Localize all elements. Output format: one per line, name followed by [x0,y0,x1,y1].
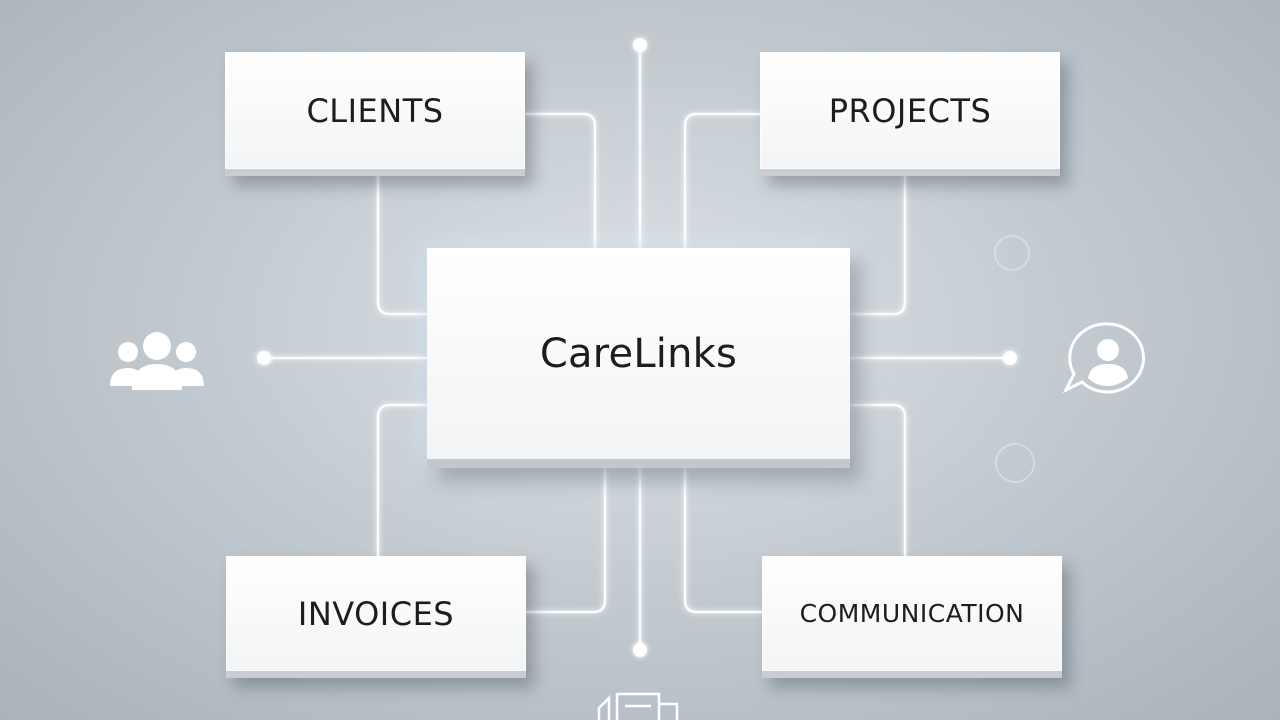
connector-communication-top [848,403,907,558]
connector-dot-left [257,351,271,365]
document-icon [597,692,679,720]
connector-communication-bottom [683,466,764,614]
clients-node: CLIENTS [225,52,525,176]
connector-projects-bottom [848,174,907,316]
carelinks-label: CareLinks [539,330,738,377]
clients-label: CLIENTS [306,91,444,130]
connector-projects-top [683,112,762,250]
user-chat-icon [1062,322,1145,394]
communication-label: COMMUNICATION [799,599,1025,628]
carelinks-center-node: CareLinks [427,248,850,468]
connector-dot-bottom [633,643,647,657]
connector-dot-right [1003,351,1017,365]
connector-invoices-bottom [524,466,607,614]
users-group-icon [110,332,204,390]
communication-node: COMMUNICATION [762,556,1062,678]
faint-circle-icon [995,443,1035,483]
invoices-label: INVOICES [297,594,455,633]
connector-clients-bottom [376,174,429,316]
connector-clients-top [523,112,597,250]
faint-circle-icon [994,235,1030,271]
connector-invoices-top [376,403,429,558]
connector-dot-top [633,38,647,52]
projects-node: PROJECTS [760,52,1060,176]
projects-label: PROJECTS [828,91,992,130]
invoices-node: INVOICES [226,556,526,678]
